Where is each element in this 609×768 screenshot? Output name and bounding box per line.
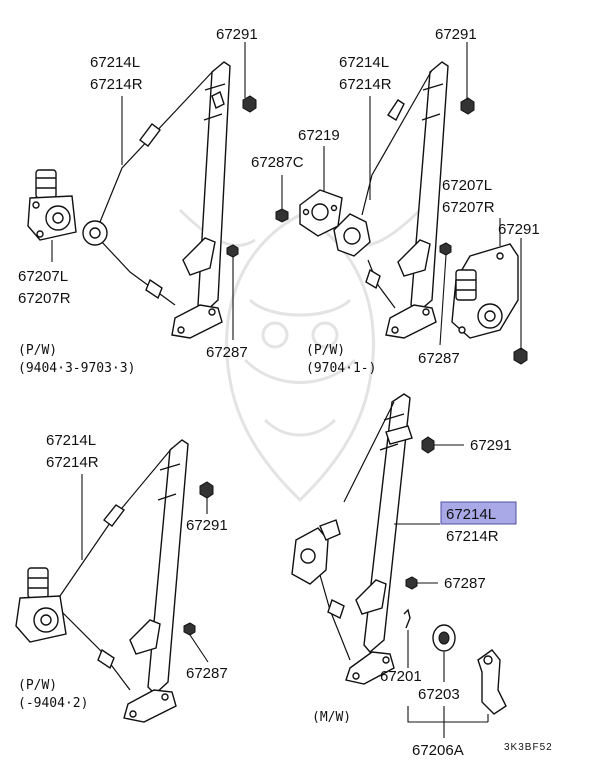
date-range-bl: (-9404·2) (18, 696, 88, 711)
window-handle (477, 649, 507, 722)
assembly-bottom-right (291, 393, 507, 738)
label-67201-br: 67201 (380, 668, 422, 685)
label-67214l-tl: 67214L (90, 54, 140, 71)
label-67207r-tl: 67207R (18, 290, 71, 307)
label-67291-tl: 67291 (216, 26, 258, 43)
label-67291-tr: 67291 (435, 26, 477, 43)
callout-labels: 67291 67214L 67214R 67207L 67207R 67287 … (18, 26, 553, 759)
label-67214r-br: 67214R (446, 528, 499, 545)
label-67287-tl: 67287 (206, 344, 248, 361)
bolt-67291 (242, 95, 257, 113)
bolt-67291 (460, 97, 475, 115)
label-67214l-tr: 67214L (339, 54, 389, 71)
label-67207r-tr: 67207R (442, 199, 495, 216)
label-67214r-bl: 67214R (46, 454, 99, 471)
label-67291-br: 67291 (470, 437, 512, 454)
washer-67203 (432, 624, 456, 682)
label-67291-motor-tr: 67291 (498, 221, 540, 238)
label-67214r-tl: 67214R (90, 76, 143, 93)
window-regulator (59, 439, 189, 723)
motor-plate-67219 (299, 189, 343, 237)
label-67287-tr: 67287 (418, 350, 460, 367)
label-67287c-tr: 67287C (251, 154, 304, 171)
label-67287-br: 67287 (444, 575, 486, 592)
spec-mw-br: (M/W) (312, 710, 351, 725)
label-67206a-br: 67206A (412, 742, 464, 759)
assembly-bottom-left (15, 439, 214, 723)
assembly-top-right (275, 42, 528, 365)
power-window-motor (15, 567, 67, 643)
label-67214l-br-highlighted: 67214L (446, 506, 496, 523)
window-regulator (291, 393, 413, 685)
label-67291-bl: 67291 (186, 517, 228, 534)
spec-pw-tr: (P/W) (306, 343, 345, 358)
bolt-67291 (421, 436, 464, 454)
power-window-motor (451, 243, 519, 339)
clip-67201 (403, 608, 411, 668)
label-67203-br: 67203 (418, 686, 460, 703)
label-67219-tr: 67219 (298, 127, 340, 144)
label-67207l-tr: 67207L (442, 177, 492, 194)
spec-pw-tl: (P/W) (18, 343, 57, 358)
bolt-67287 (226, 244, 239, 340)
bolt-67287 (183, 622, 209, 663)
label-67207l-tl: 67207L (18, 268, 68, 285)
bolt-67291 (199, 481, 214, 514)
watermark-emblem (178, 208, 422, 503)
bolt-67291-motor (513, 347, 528, 365)
label-67214l-bl: 67214L (46, 432, 96, 449)
label-67287-bl: 67287 (186, 665, 228, 682)
bolt-67287 (439, 242, 452, 346)
bolt-67287c (275, 175, 289, 223)
window-regulator (333, 61, 449, 339)
window-regulator (82, 61, 231, 339)
power-window-motor (27, 169, 77, 241)
highlight-box (440, 501, 517, 525)
diagram-code: 3K3BF52 (504, 742, 553, 753)
assembly-top-left (27, 42, 257, 340)
handle-bracket (407, 706, 488, 738)
label-67214r-tr: 67214R (339, 76, 392, 93)
bolt-67287 (405, 576, 438, 590)
date-range-tr: (9704·1-) (306, 361, 376, 376)
spec-pw-bl: (P/W) (18, 678, 57, 693)
date-range-tl: (9404·3-9703·3) (18, 361, 135, 376)
